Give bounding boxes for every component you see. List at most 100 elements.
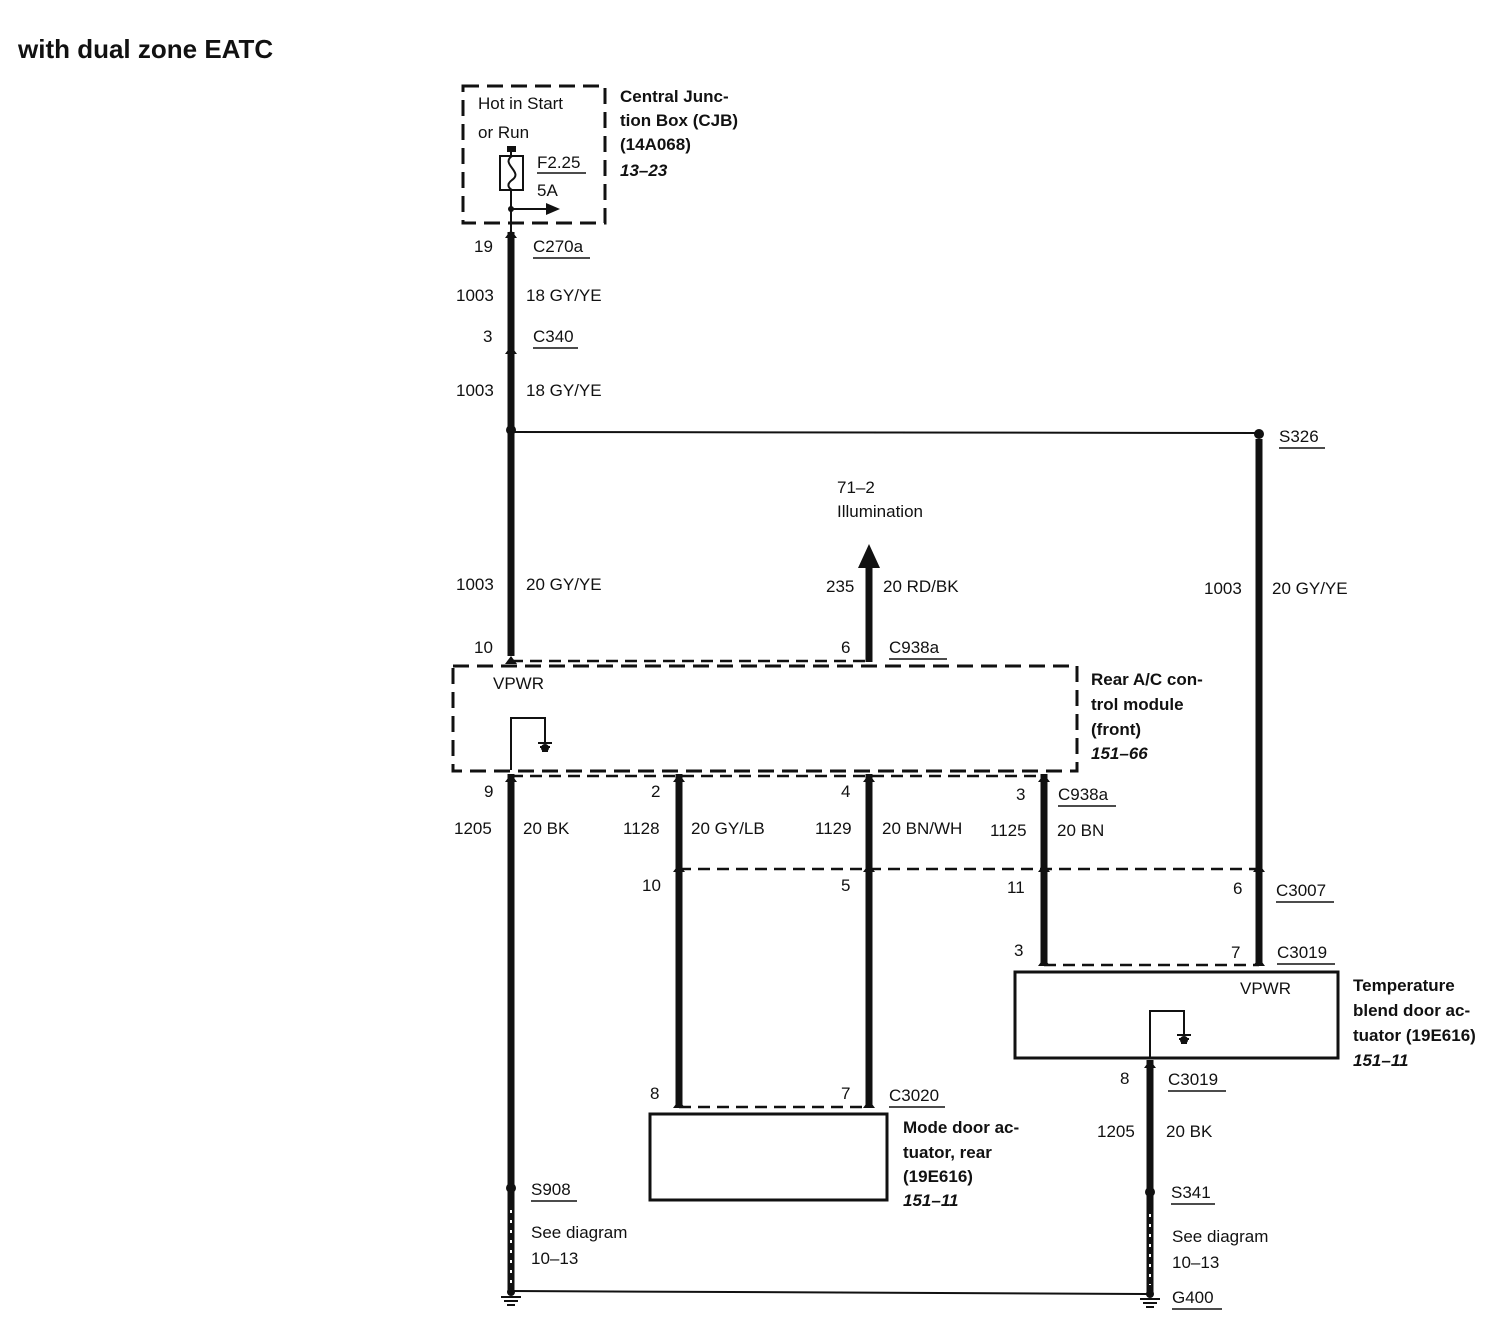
see-diagram-right-line2: 10–13	[1172, 1253, 1219, 1272]
mode-door-actuator-outline	[648, 1112, 889, 1202]
module-ground-icon	[510, 717, 552, 770]
c3020-label: C3020	[889, 1086, 939, 1105]
diagram-title: with dual zone EATC	[17, 34, 273, 64]
cjb-name-line2: tion Box (CJB)	[620, 111, 738, 130]
rear-ac-name-line2: trol module	[1091, 695, 1184, 714]
w1128-circuit: 1128	[623, 819, 660, 838]
c3019-top-pin3: 3	[1014, 941, 1023, 960]
w1003-d-gauge: 20 GY/YE	[1272, 579, 1348, 598]
fuse-icon	[499, 146, 524, 232]
w1125-gauge: 20 BN	[1057, 821, 1104, 840]
c3019-bottom-label: C3019	[1168, 1070, 1218, 1089]
connector-mark	[673, 864, 685, 872]
connector-mark	[1253, 958, 1265, 966]
mode-door-name-line2: tuator, rear	[903, 1143, 992, 1162]
w1128-gauge: 20 GY/LB	[691, 819, 765, 838]
connector-mark	[1038, 774, 1050, 782]
connector-mark	[505, 230, 517, 238]
splice-s908-label: S908	[531, 1180, 571, 1199]
c340-pin: 3	[483, 327, 492, 346]
w1205-a-circuit: 1205	[454, 819, 492, 838]
c270a-label: C270a	[533, 237, 584, 256]
w1205-b-circuit: 1205	[1097, 1122, 1135, 1141]
temp-blend-actuator-outline	[1013, 970, 1340, 1060]
c3019-top-pin7: 7	[1231, 943, 1240, 962]
wire-1003-branch	[510, 431, 1259, 434]
connector-mark	[863, 774, 875, 782]
splice-s341-label: S341	[1171, 1183, 1211, 1202]
splice-s326-dot	[1254, 429, 1264, 439]
connector-mark	[863, 864, 875, 872]
connector-mark	[673, 774, 685, 782]
connector-mark	[1038, 864, 1050, 872]
w1205-a-gauge: 20 BK	[523, 819, 570, 838]
connector-mark	[1038, 958, 1050, 966]
ground-left-icon	[501, 1288, 521, 1306]
rear-ac-control-module-outline	[451, 664, 1079, 773]
see-diagram-left-line2: 10–13	[531, 1249, 578, 1268]
or-run-text: or Run	[478, 123, 529, 142]
illumination-label: Illumination	[837, 502, 923, 521]
temp-blend-ref: 151–11	[1353, 1051, 1408, 1070]
mode-door-name-line1: Mode door ac-	[903, 1118, 1019, 1137]
illumination-arrow-icon	[858, 544, 880, 568]
see-diagram-right-line1: See diagram	[1172, 1227, 1268, 1246]
c938a-top-label: C938a	[889, 638, 940, 657]
w1003-d-circuit: 1003	[1204, 579, 1242, 598]
c3007-pin5: 5	[841, 876, 850, 895]
w1003-c-circuit: 1003	[456, 575, 494, 594]
fuse-arrow-icon	[508, 203, 560, 215]
cjb-ref: 13–23	[620, 161, 668, 180]
c3007-pin10: 10	[642, 876, 661, 895]
connector-mark	[673, 1100, 685, 1108]
fuse-id-text: F2.25	[537, 153, 580, 172]
mode-door-name-line3: (19E616)	[903, 1167, 973, 1186]
hot-in-start-text: Hot in Start	[478, 94, 563, 113]
w1003-b-gauge: 18 GY/YE	[526, 381, 602, 400]
c3019-bottom-pin8: 8	[1120, 1069, 1129, 1088]
c3020-pin7: 7	[841, 1084, 850, 1103]
c938a-bottom-label: C938a	[1058, 785, 1109, 804]
temp-blend-vpwr: VPWR	[1240, 979, 1291, 998]
c3007-pin11: 11	[1007, 878, 1025, 897]
actuator-ground-icon	[1149, 1010, 1191, 1058]
connector-mark	[505, 774, 517, 782]
fuse-rating-text: 5A	[537, 181, 558, 200]
c938a-pin9: 9	[484, 782, 493, 801]
w1205-b-gauge: 20 BK	[1166, 1122, 1213, 1141]
c938a-pin4: 4	[841, 782, 850, 801]
w1129-circuit: 1129	[815, 819, 852, 838]
rear-ac-name-line3: (front)	[1091, 720, 1141, 739]
ground-g400-label: G400	[1172, 1288, 1214, 1307]
w1003-a-circuit: 1003	[456, 286, 494, 305]
rear-ac-vpwr: VPWR	[493, 674, 544, 693]
connector-mark	[863, 1100, 875, 1108]
cjb-part-number: (14A068)	[620, 135, 691, 154]
c340-label: C340	[533, 327, 574, 346]
temp-blend-name-line3: tuator (19E616)	[1353, 1026, 1476, 1045]
rear-ac-ref: 151–66	[1091, 744, 1148, 763]
splice-s326-label: S326	[1279, 427, 1319, 446]
c3007-label: C3007	[1276, 881, 1326, 900]
ground-bus-wire	[510, 1290, 1151, 1295]
w235-gauge: 20 RD/BK	[883, 577, 959, 596]
illumination-ref: 71–2	[837, 478, 875, 497]
w1003-b-circuit: 1003	[456, 381, 494, 400]
c938a-pin10: 10	[474, 638, 493, 657]
temp-blend-name-line2: blend door ac-	[1353, 1001, 1470, 1020]
connector-mark	[505, 346, 517, 354]
mode-door-ref: 151–11	[903, 1191, 958, 1210]
rear-ac-name-line1: Rear A/C con-	[1091, 670, 1203, 689]
w1125-circuit: 1125	[990, 821, 1027, 840]
c3020-pin8: 8	[650, 1084, 659, 1103]
w235-circuit: 235	[826, 577, 854, 596]
c938a-pin3: 3	[1016, 785, 1025, 804]
c3019-top-label: C3019	[1277, 943, 1327, 962]
c270a-pin: 19	[474, 237, 493, 256]
splice-dot	[506, 425, 516, 435]
c3007-pin6: 6	[1233, 879, 1242, 898]
ground-g400-icon	[1140, 1290, 1160, 1308]
temp-blend-name-line1: Temperature	[1353, 976, 1455, 995]
see-diagram-left-line1: See diagram	[531, 1223, 627, 1242]
